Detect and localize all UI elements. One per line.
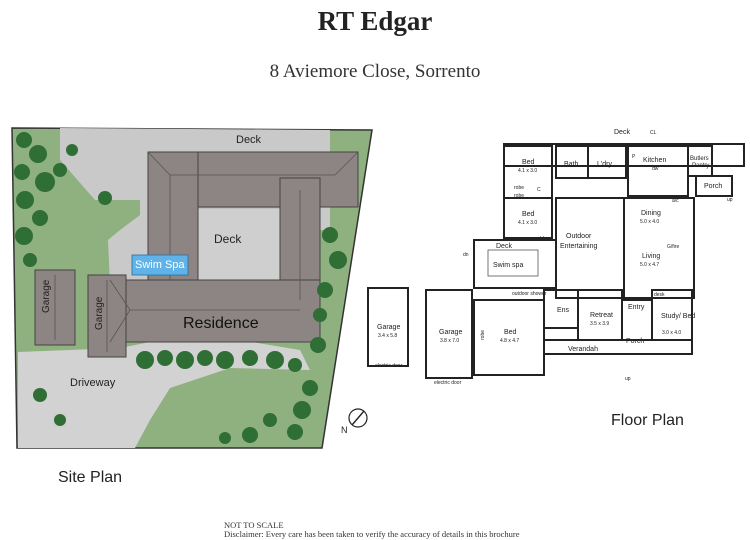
fp-bed1-size: 4.1 x 3.0	[518, 168, 537, 174]
fp-deck-mid: Deck	[496, 243, 512, 250]
fp-c: C	[537, 187, 541, 193]
fp-dining: Dining	[641, 210, 661, 217]
floor-plan-walls	[367, 143, 745, 379]
floor-plan: Deck CL Bed 4.1 x 3.0 Bath L'dry Kitchen…	[367, 129, 745, 386]
fp-pantry: Pantry	[692, 163, 709, 169]
swim-spa-pool	[131, 254, 189, 276]
fp-living: Living	[642, 253, 660, 260]
fp-desk: desk	[654, 292, 665, 298]
fp-butlers: Butlers	[690, 156, 709, 162]
site-deck-top-label: Deck	[236, 134, 262, 146]
fp-garage-small: Garage	[377, 324, 400, 331]
floor-plan-labels: Deck CL Bed 4.1 x 3.0 Bath L'dry Kitchen…	[375, 129, 733, 386]
site-swim-spa-label: Swim Spa	[135, 259, 185, 271]
fp-ac: a/c	[672, 198, 679, 204]
brand-title: RT Edgar	[317, 6, 433, 36]
not-to-scale-note: NOT TO SCALE	[224, 520, 284, 530]
fp-up2: up	[625, 376, 631, 382]
site-residence-label: Residence	[183, 315, 259, 332]
floor-plan-title: Floor Plan	[611, 412, 684, 429]
deck-center-area	[194, 207, 281, 281]
disclaimer: Disclaimer: Every care has been taken to…	[224, 529, 520, 539]
fp-p: P	[632, 154, 636, 160]
compass-north-label: N	[341, 425, 348, 435]
fp-deck-top: Deck	[614, 129, 630, 136]
fp-up1: up	[727, 197, 733, 203]
fp-garage-large: Garage	[439, 329, 462, 336]
driveway-area	[18, 340, 310, 448]
fp-bed3: Bed	[504, 329, 517, 336]
fp-study-size: 3.0 x 4.0	[662, 330, 681, 336]
fp-dining-size: 5.0 x 4.0	[640, 219, 659, 225]
site-plan: N Deck Deck Swim Spa Residence Garage Ga…	[11, 127, 373, 449]
fp-entertaining: Entertaining	[560, 243, 597, 250]
site-driveway-label: Driveway	[70, 377, 116, 389]
fp-outdoor-shower: outdoor shower	[512, 291, 547, 297]
fp-study: Study/ Bed	[661, 313, 695, 320]
fp-robe3: robe	[480, 330, 486, 340]
fp-retreat-size: 3.5 x 3.9	[590, 321, 609, 327]
fp-bed1: Bed	[522, 159, 535, 166]
fp-cl: CL	[650, 130, 657, 136]
fp-kitchen: Kitchen	[643, 157, 666, 164]
fp-bath: Bath	[564, 161, 579, 168]
property-address: 8 Aviemore Close, Sorrento	[269, 61, 481, 82]
fp-bbq: bbq	[540, 236, 549, 242]
fp-living-size: 5.0 x 4.7	[640, 262, 659, 268]
compass-icon	[348, 408, 368, 428]
fp-robe1: robe	[514, 185, 524, 191]
site-plan-title: Site Plan	[58, 469, 123, 486]
fp-garage-small-size: 3.4 x 5.8	[378, 333, 397, 339]
fp-retreat: Retreat	[590, 312, 613, 319]
fp-dn: dn	[463, 252, 469, 258]
fp-swim-spa: Swim spa	[493, 262, 523, 269]
fp-porch-bottom: Porch	[626, 338, 644, 345]
fp-bed3-size: 4.8 x 4.7	[500, 338, 519, 344]
fp-gfire: G/fire	[667, 244, 679, 250]
fp-electric-door-2: electric door	[434, 380, 462, 386]
fp-entry: Entry	[628, 304, 645, 311]
fp-outdoor: Outdoor	[566, 233, 592, 240]
site-garage-left-label: Garage	[41, 279, 52, 313]
fp-garage-large-size: 3.8 x 7.0	[440, 338, 459, 344]
fp-ens: Ens	[557, 307, 570, 314]
fp-dw: dw	[652, 166, 659, 172]
fp-ldry: L'dry	[597, 161, 612, 168]
site-garage-right-label: Garage	[94, 296, 105, 330]
fp-electric-door-1: electric door	[375, 363, 403, 369]
fp-verandah: Verandah	[568, 346, 598, 353]
floor-swim-spa-outline	[487, 249, 539, 277]
fp-bed2-size: 4.1 x 3.0	[518, 220, 537, 226]
roof-ridges	[54, 151, 359, 352]
fp-porch-top: Porch	[704, 183, 722, 190]
fp-robe2: robe	[514, 193, 524, 199]
trees	[14, 132, 347, 444]
fp-bed2: Bed	[522, 211, 535, 218]
site-deck-center-label: Deck	[214, 232, 242, 246]
